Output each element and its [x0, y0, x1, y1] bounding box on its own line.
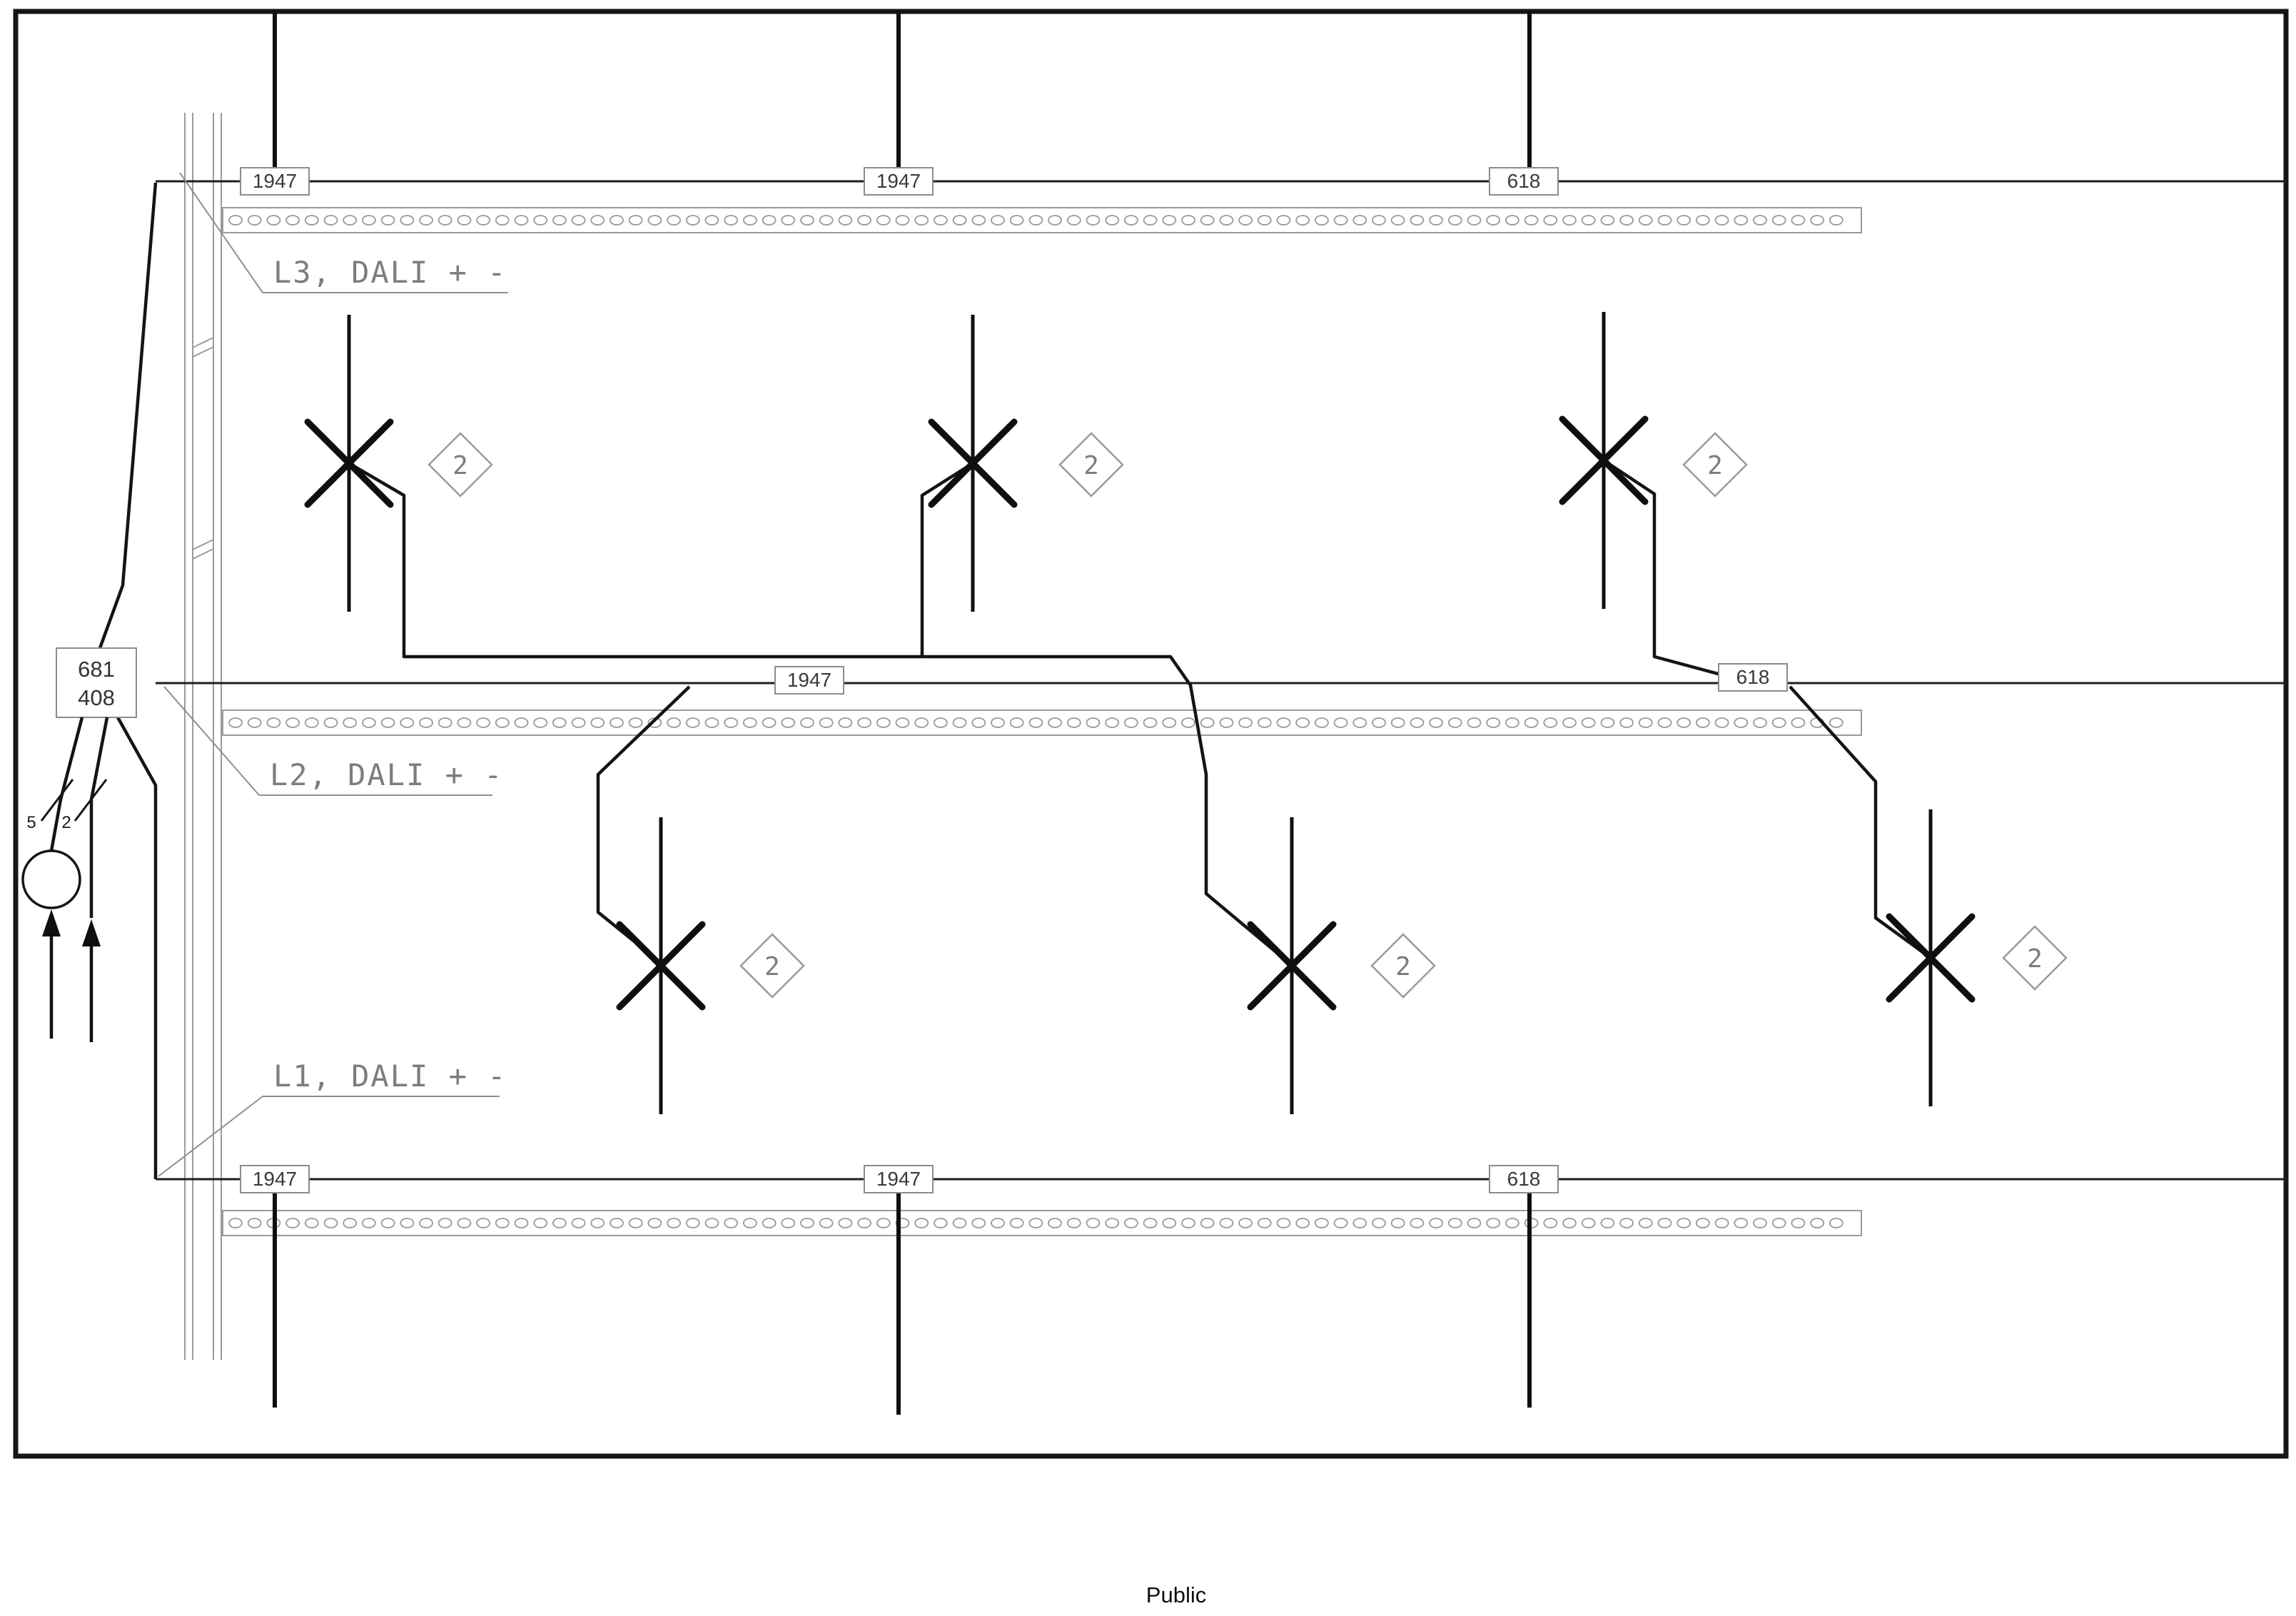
luminaire-5 — [1247, 817, 1337, 1114]
cable-tray-middle — [222, 709, 1862, 736]
riser-shaft-column — [184, 113, 222, 1360]
svg-text:618: 618 — [1736, 666, 1770, 688]
cable-tray-top — [222, 207, 1862, 233]
qty-label-4: 2 — [764, 952, 780, 981]
feeder-wire-to-l1 — [116, 716, 158, 1179]
feeder-wire-to-l3 — [98, 182, 158, 649]
svg-text:1947: 1947 — [253, 1168, 297, 1190]
panel-id-line2: 408 — [78, 685, 115, 710]
wire-riser-lum-6 — [1789, 685, 1932, 959]
qty-label-2: 2 — [1083, 451, 1099, 480]
circuit-label-l2-text: L2, DALI + - — [270, 757, 503, 792]
circuit-label-l1: L1, DALI + - — [158, 1059, 507, 1177]
switch-label-left: 5 — [26, 813, 36, 832]
qty-diamond-6: 2 — [2002, 925, 2068, 991]
wire-drop-lum-3 — [1602, 459, 1748, 684]
supply-wire-left — [49, 717, 84, 852]
drawing-frame — [13, 9, 2289, 1459]
wire-drop-lum-2 — [920, 462, 974, 657]
dimension-tag-l3-1: 1947 — [240, 167, 310, 196]
svg-text:1947: 1947 — [876, 170, 921, 192]
qty-diamond-3: 2 — [1682, 432, 1748, 498]
supply-arrowhead-right — [82, 919, 101, 946]
panel-id-line1: 681 — [78, 657, 115, 682]
supply-wire-right — [89, 717, 109, 918]
wire-run-l3-to-l2 — [348, 462, 1290, 964]
switch-label-right: 2 — [61, 813, 71, 832]
luminaire-3 — [1559, 312, 1649, 609]
dimension-tag-l2-1: 1947 — [774, 666, 844, 695]
luminaire-1 — [304, 315, 394, 612]
dimension-tag-l2-2: 618 — [1718, 663, 1788, 692]
circuit-label-l2: L2, DALI + - — [163, 686, 503, 796]
dimension-tag-l3-3: 618 — [1489, 167, 1559, 196]
luminaire-6 — [1886, 809, 1976, 1106]
switch-symbol-right — [74, 779, 108, 822]
qty-diamond-4: 2 — [739, 933, 805, 999]
svg-text:618: 618 — [1507, 1168, 1541, 1190]
supply-arrowhead-left — [42, 909, 61, 936]
svg-text:1947: 1947 — [787, 669, 831, 691]
svg-text:1947: 1947 — [876, 1168, 921, 1190]
incoming-supply-group: 5 2 — [21, 717, 109, 1042]
qty-label-1: 2 — [452, 451, 468, 480]
qty-label-5: 2 — [1395, 952, 1411, 981]
svg-text:618: 618 — [1507, 170, 1541, 192]
switch-symbol-left — [40, 779, 74, 822]
dimension-tag-l1-1: 1947 — [240, 1165, 310, 1193]
circuit-label-l3: L3, DALI + - — [179, 172, 508, 293]
dimension-tag-l1-2: 1947 — [864, 1165, 934, 1193]
footer-label: Public — [1146, 1582, 1206, 1607]
circuit-label-l3-text: L3, DALI + - — [273, 255, 507, 290]
dimension-tag-l3-2: 1947 — [864, 167, 934, 196]
distribution-board-box: 681 408 — [56, 647, 137, 718]
qty-diamond-1: 2 — [428, 432, 493, 498]
svg-text:1947: 1947 — [253, 170, 297, 192]
dimension-tag-l1-3: 618 — [1489, 1165, 1559, 1193]
qty-label-6: 2 — [2027, 944, 2043, 974]
cable-tray-bottom — [222, 1210, 1862, 1236]
luminaire-2 — [928, 315, 1018, 612]
qty-diamond-5: 2 — [1370, 933, 1436, 999]
meter-circle-symbol — [21, 849, 81, 909]
qty-diamond-2: 2 — [1058, 432, 1124, 498]
luminaire-4 — [616, 817, 706, 1114]
qty-label-3: 2 — [1707, 451, 1723, 480]
circuit-label-l1-text: L1, DALI + - — [273, 1059, 507, 1094]
